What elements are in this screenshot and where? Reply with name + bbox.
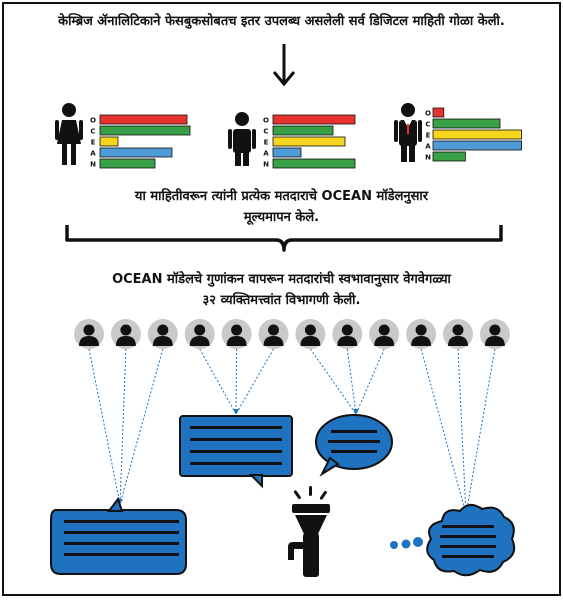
- evaluation-text-2: मूल्यमापन केले.: [243, 210, 320, 225]
- user-circle-icon: [147, 319, 178, 349]
- ocean-letter-label: C: [263, 128, 268, 136]
- dashed-connector: [420, 348, 467, 515]
- ocean-bar-N: [272, 158, 356, 169]
- ocean-chart-woman-icon: OCEAN: [90, 114, 191, 169]
- user-row: [74, 319, 510, 349]
- dashed-connector: [199, 348, 237, 415]
- speech-bubble-oval: [315, 414, 393, 477]
- bracket: [65, 225, 503, 252]
- ocean-bar-A: [432, 140, 522, 151]
- speech-bubble-rect-left: [50, 496, 187, 575]
- arrow-down-icon: [272, 44, 296, 87]
- user-circle-icon: [479, 319, 510, 349]
- user-circle-icon: [184, 319, 215, 349]
- ocean-letter-label: A: [425, 143, 431, 151]
- ocean-letter-label: A: [90, 150, 96, 158]
- dashed-connector: [119, 348, 127, 505]
- user-circle-icon: [258, 319, 289, 349]
- ocean-chart-businessman-icon: OCEAN: [425, 107, 522, 162]
- businessman-icon: [394, 103, 422, 162]
- dashed-connector: [235, 348, 274, 415]
- connector-arrowhead: [353, 409, 359, 414]
- ocean-bar-E: [432, 129, 522, 140]
- user-circle-icon: [406, 319, 437, 349]
- dashed-connector: [119, 348, 164, 505]
- user-circle-icon: [221, 319, 252, 349]
- megaphone-icon: [288, 486, 330, 577]
- user-circle-icon: [74, 319, 104, 349]
- dashed-connector: [457, 348, 467, 515]
- ocean-letter-label: O: [90, 117, 96, 125]
- ocean-bar-C: [432, 118, 501, 129]
- ocean-bar-C: [272, 125, 334, 136]
- ocean-bar-O: [99, 114, 188, 125]
- speech-bubble-rect-center: [179, 415, 293, 489]
- ocean-letter-label: N: [263, 161, 269, 169]
- ocean-letter-label: C: [90, 128, 95, 136]
- ocean-chart-man-icon: OCEAN: [263, 114, 356, 169]
- ocean-bar-A: [99, 147, 173, 158]
- user-circle-icon: [369, 319, 400, 349]
- dashed-connector: [355, 348, 385, 415]
- user-circle-icon: [295, 319, 326, 349]
- ocean-bar-N: [432, 151, 466, 162]
- ocean-letter-label: O: [425, 110, 431, 118]
- dashed-connector: [309, 348, 357, 415]
- dashed-connector: [235, 348, 238, 415]
- ocean-letter-label: A: [263, 150, 269, 158]
- dashed-connector: [465, 348, 496, 515]
- man-icon: [228, 112, 256, 166]
- evaluation-text-1: या माहितीवरून त्यांनी प्रत्येक मतदाराचे …: [134, 189, 429, 204]
- user-circle-icon: [443, 319, 473, 349]
- ocean-letter-label: E: [426, 132, 431, 140]
- ocean-letter-label: E: [91, 139, 96, 147]
- ocean-bar-E: [272, 136, 346, 147]
- segmentation-text-2: ३२ व्यक्तिमत्त्वांत विभागणी केली.: [202, 293, 361, 308]
- ocean-bar-C: [99, 125, 191, 136]
- ocean-bar-O: [272, 114, 356, 125]
- thought-cloud: [390, 504, 516, 577]
- ocean-letter-label: E: [264, 139, 269, 147]
- user-circle-icon: [110, 319, 141, 349]
- dashed-connector: [88, 348, 121, 505]
- user-circle-icon: [332, 319, 363, 349]
- intro-text: केम्ब्रिज ॲनालिटिकाने फेसबुकसोबतच इतर उप…: [58, 14, 505, 29]
- segmentation-text-1: OCEAN मॉडेलचे गुणांकन वापरून मतदारांची स…: [112, 272, 451, 287]
- woman-icon: [55, 103, 83, 165]
- ocean-bar-A: [272, 147, 302, 158]
- ocean-letter-label: O: [263, 117, 269, 125]
- connector-arrowhead: [233, 409, 239, 414]
- dashed-connector: [346, 348, 357, 415]
- ocean-bar-O: [432, 107, 445, 118]
- ocean-letter-label: N: [425, 154, 431, 162]
- ocean-bar-E: [99, 136, 119, 147]
- ocean-bar-N: [99, 158, 156, 169]
- ocean-letter-label: N: [90, 161, 96, 169]
- ocean-letter-label: C: [425, 121, 430, 129]
